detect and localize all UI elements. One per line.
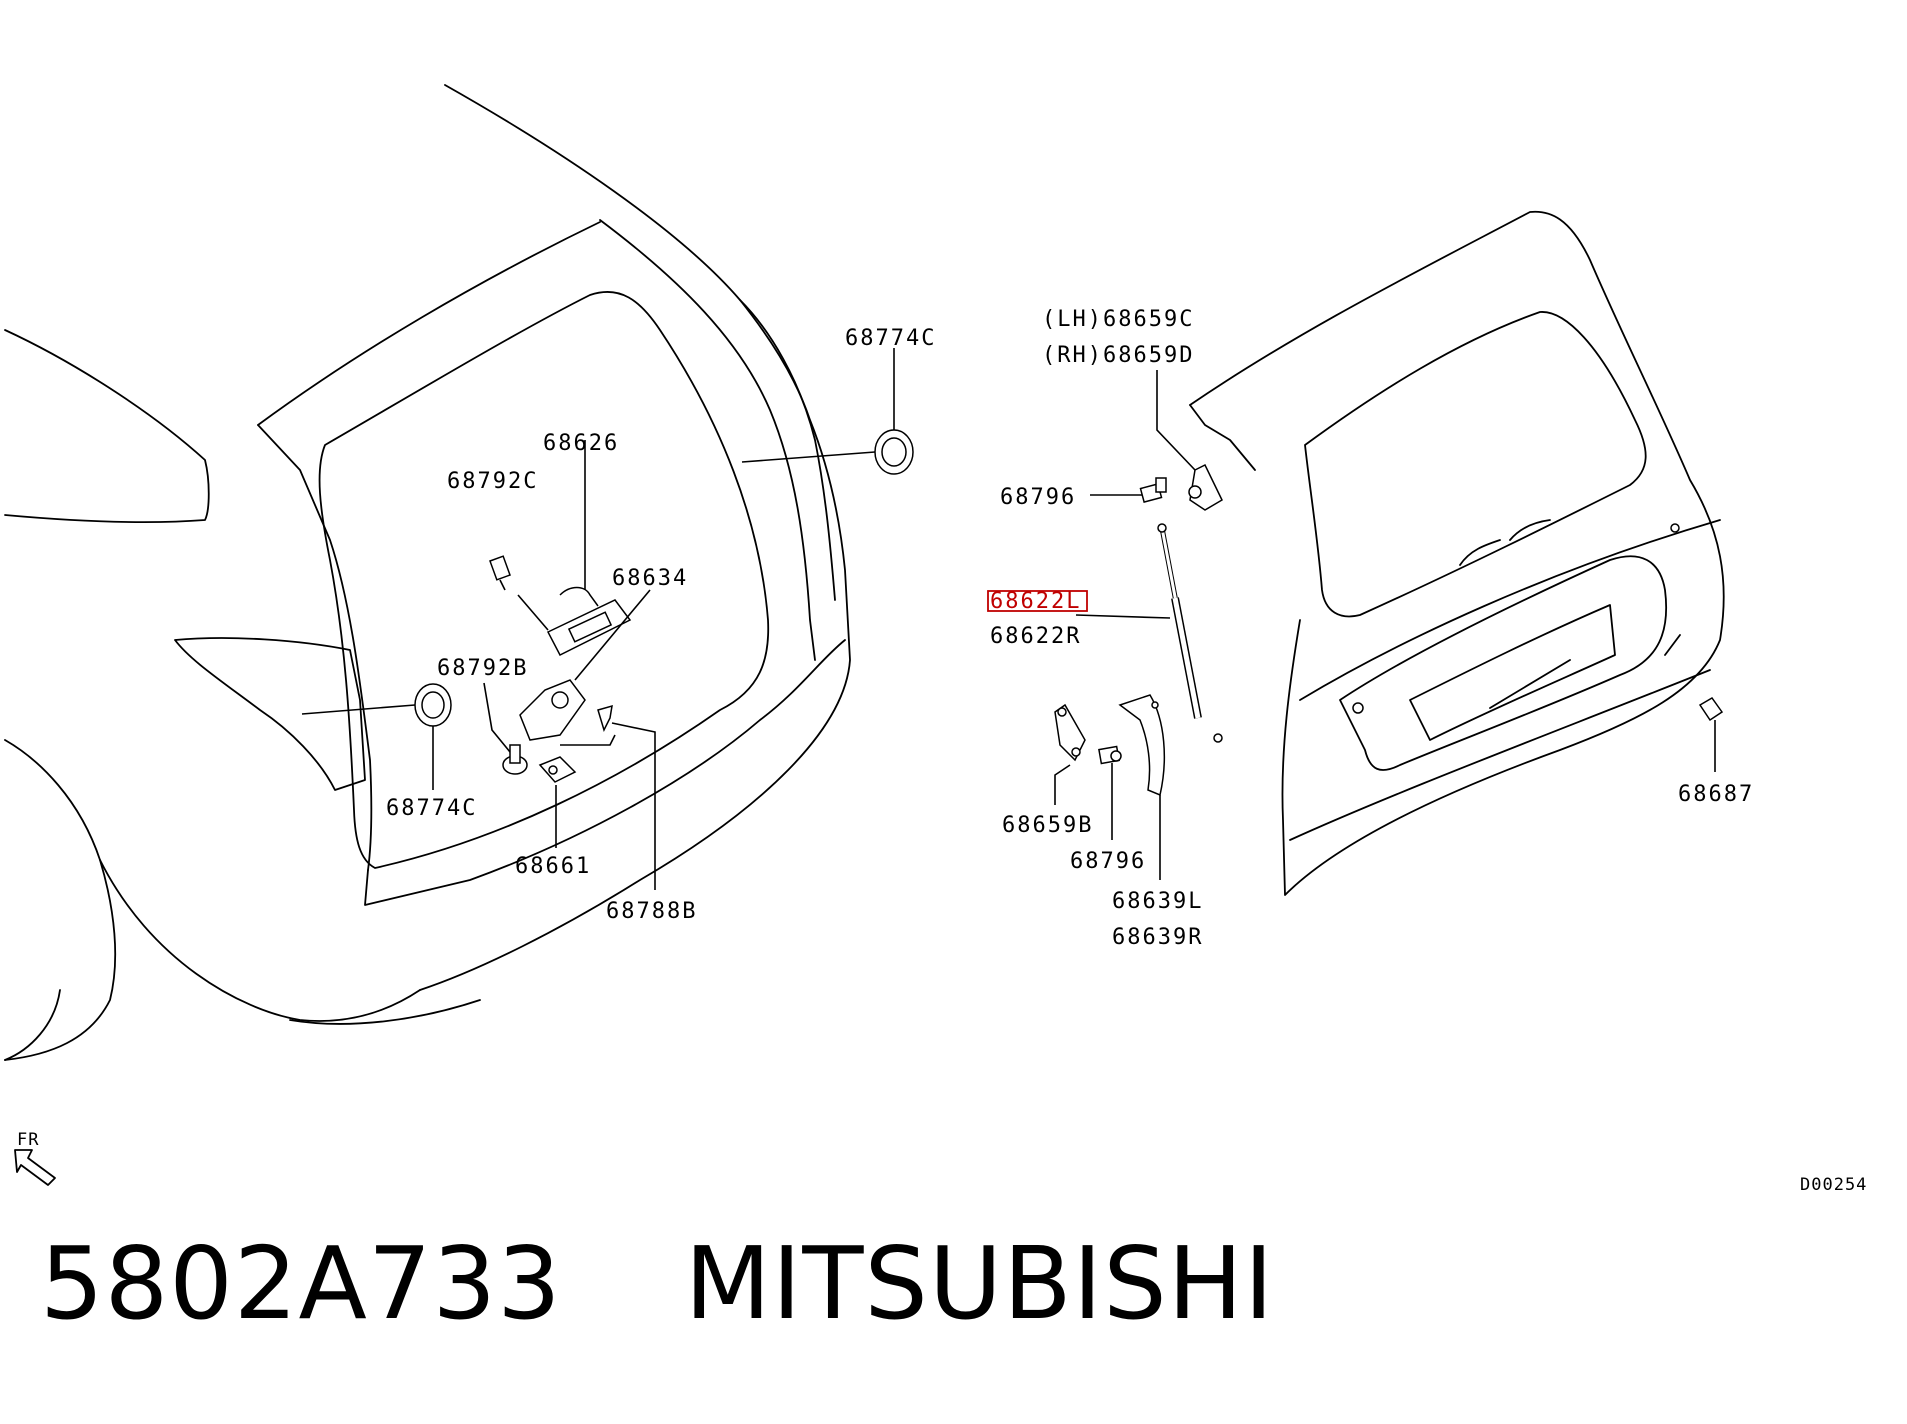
callout-hinge-lh: (LH)68659C xyxy=(1042,307,1194,332)
callout-handle: 68626 xyxy=(543,431,619,456)
hinge-bolt-lower xyxy=(1098,745,1122,765)
screw xyxy=(597,704,613,733)
vehicle-body-outline xyxy=(4,84,851,1061)
part-number: 5802A733 xyxy=(40,1225,562,1342)
gas-strut xyxy=(1157,523,1223,743)
grommet-upper xyxy=(874,429,914,475)
callout-strut-l: 68622L xyxy=(990,589,1081,614)
callout-stay-r: 68639R xyxy=(1112,925,1203,950)
latch-unit xyxy=(519,679,586,741)
front-direction-arrow-icon xyxy=(14,1149,56,1186)
callout-strut-r: 68622R xyxy=(990,624,1081,649)
callout-striker: 68661 xyxy=(515,854,591,879)
callout-screw: 68788B xyxy=(606,899,697,924)
callout-hinge-rh: (RH)68659D xyxy=(1042,343,1194,368)
striker xyxy=(538,756,577,783)
callout-bumper: 68687 xyxy=(1678,782,1754,807)
callout-latch: 68634 xyxy=(612,566,688,591)
bolt-lower xyxy=(502,744,528,775)
handle-assembly xyxy=(546,586,632,657)
hinge-bolt-upper xyxy=(1139,477,1167,504)
callout-bolt-lower: 68792B xyxy=(437,656,528,681)
callout-hinge-bolt-upper: 68796 xyxy=(1000,485,1076,510)
grommet-lower xyxy=(414,683,452,727)
stay xyxy=(1118,694,1166,797)
callout-strut-l-highlight xyxy=(987,590,1088,612)
hinge xyxy=(1188,463,1223,511)
callout-stay-l: 68639L xyxy=(1112,889,1203,914)
tailgate-panel xyxy=(1189,210,1725,896)
bolt-upper xyxy=(489,555,511,591)
brand-name: MITSUBISHI xyxy=(684,1225,1275,1342)
diagram-code: D00254 xyxy=(1800,1175,1867,1195)
callout-bolt-upper: 68792C xyxy=(447,469,538,494)
direction-label: FR xyxy=(17,1130,39,1150)
bumper xyxy=(1698,697,1724,722)
callout-grommet-upper: 68774C xyxy=(845,326,936,351)
callout-grommet-lower: 68774C xyxy=(386,796,477,821)
callout-hinge-bolt-lower: 68796 xyxy=(1070,849,1146,874)
callout-bracket: 68659B xyxy=(1002,813,1093,838)
bracket xyxy=(1054,703,1086,762)
footer: 5802A733 MITSUBISHI xyxy=(40,1225,1274,1342)
